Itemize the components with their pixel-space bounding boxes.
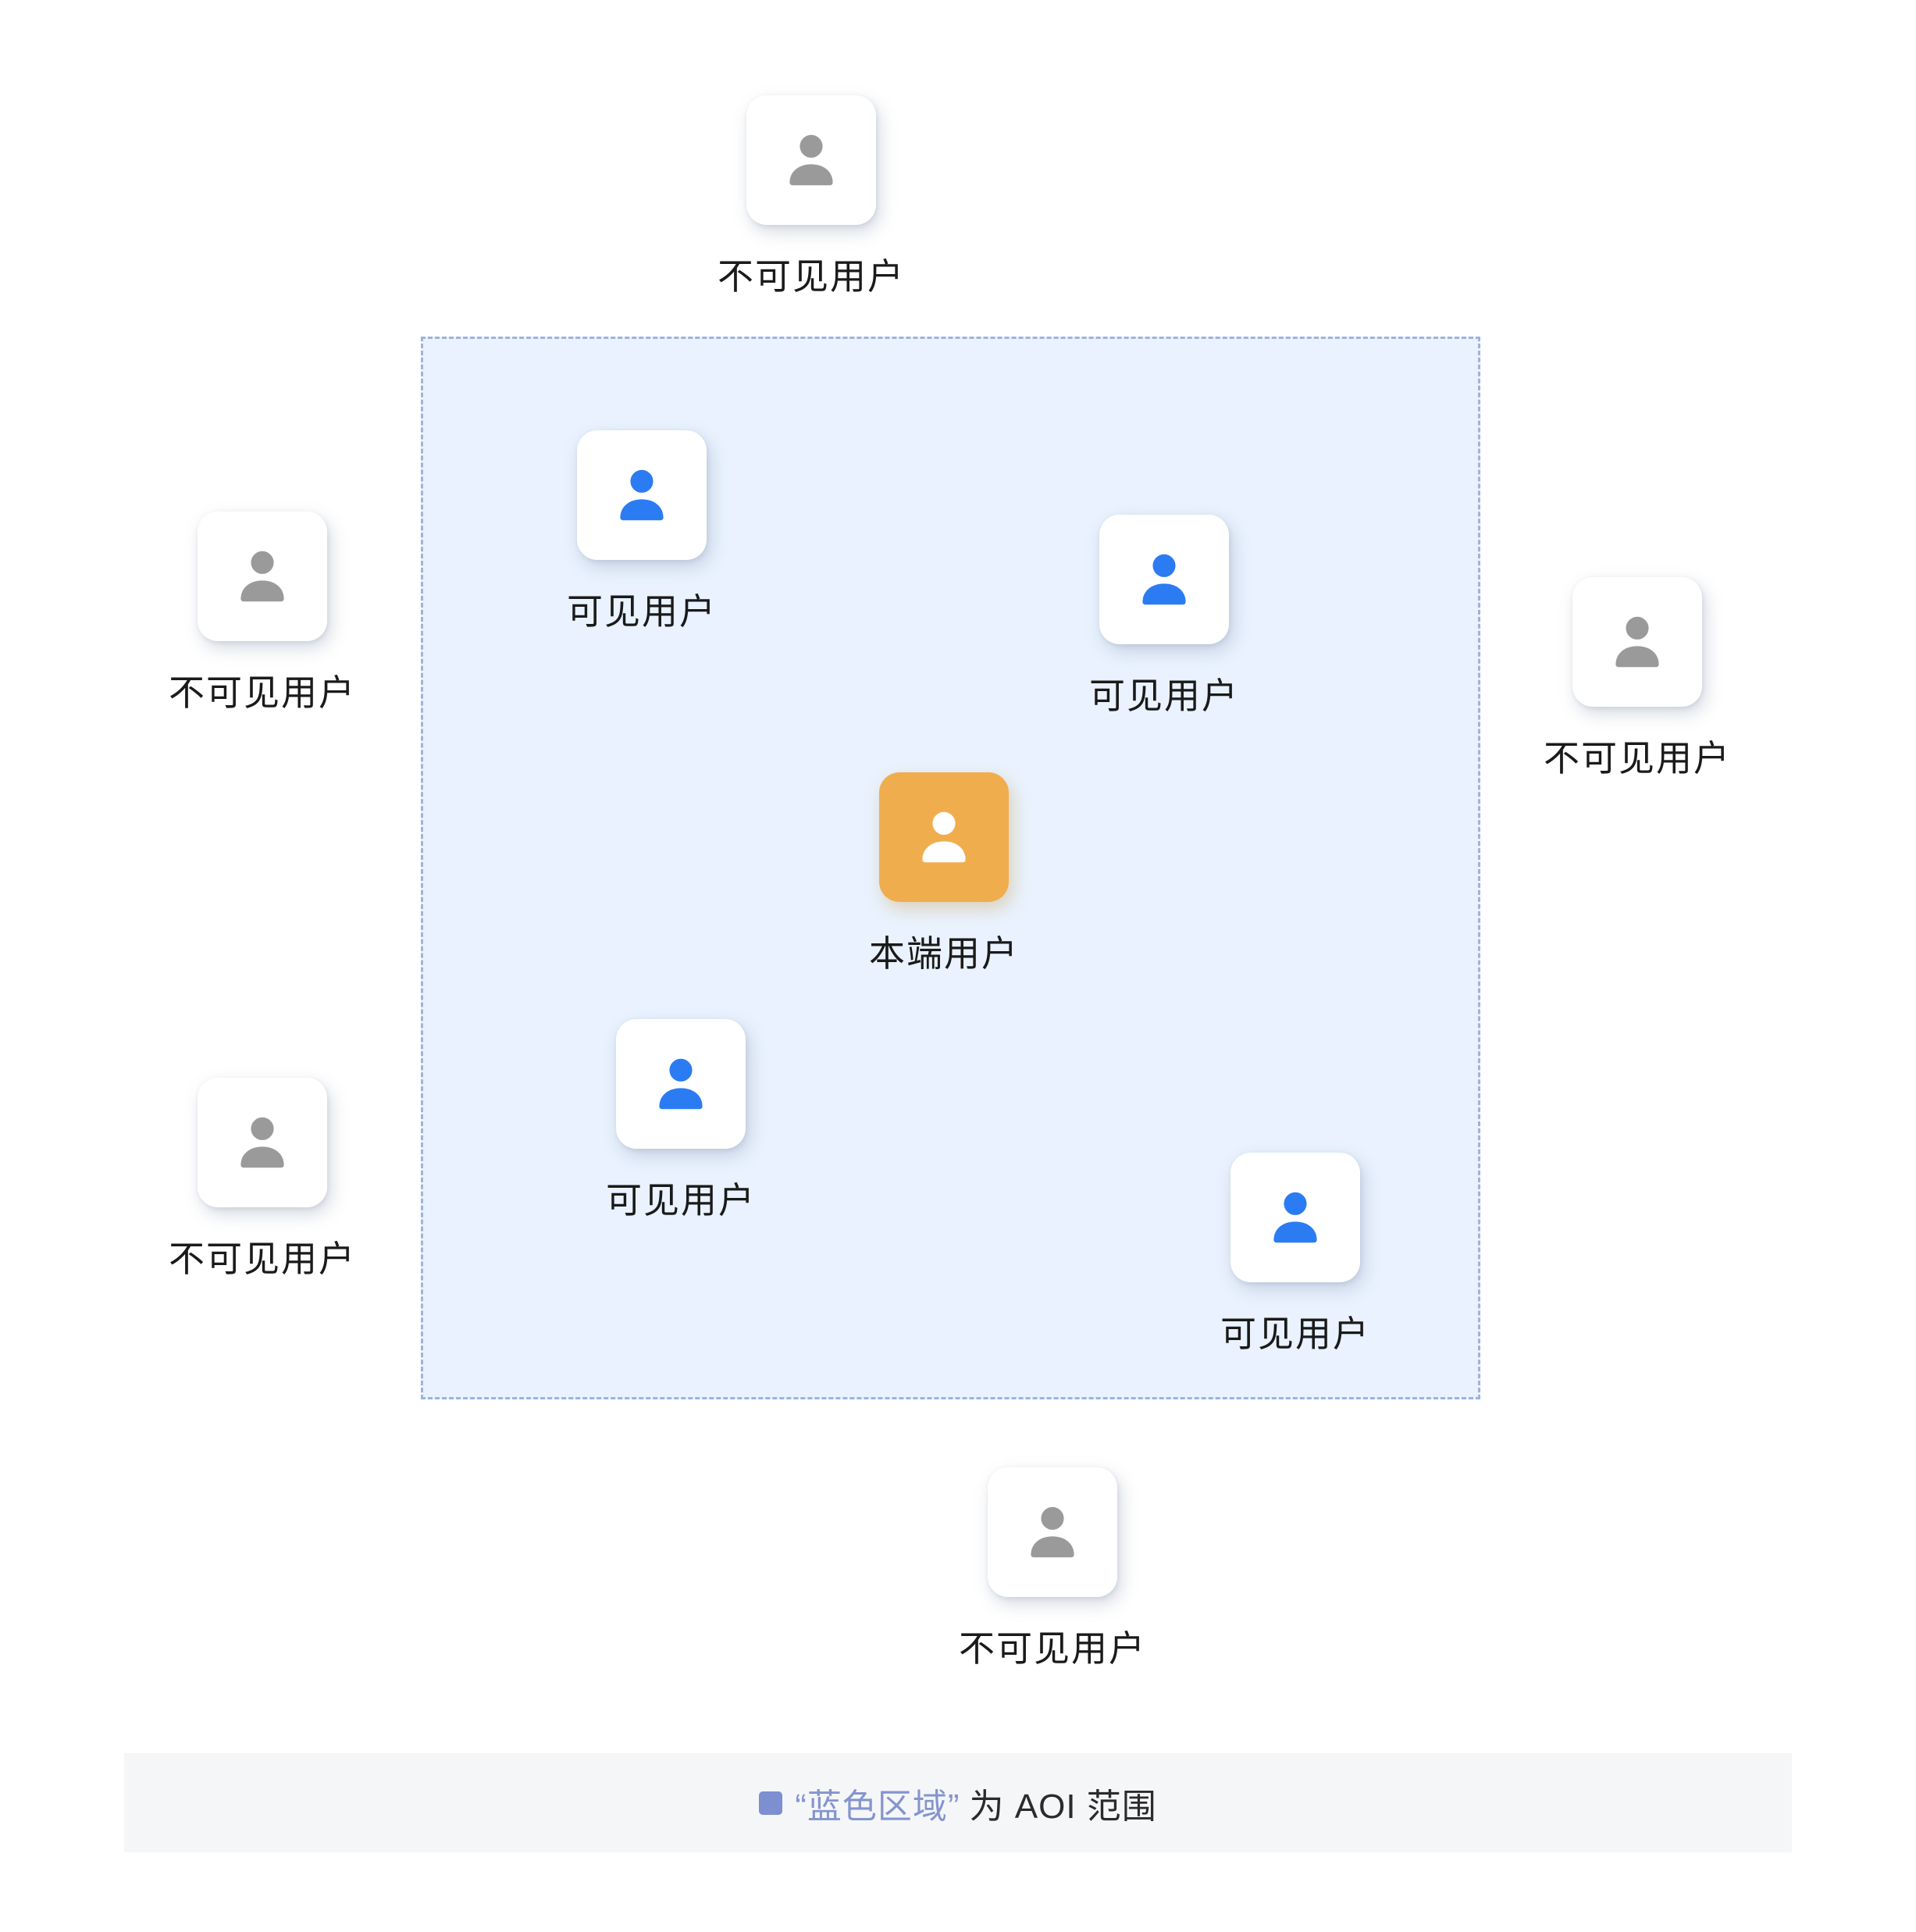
user-label: 可见用户 <box>606 1180 756 1221</box>
user-card <box>1230 1153 1360 1282</box>
person-icon <box>1017 1496 1088 1568</box>
user-card <box>577 430 707 560</box>
local-user-card <box>879 772 1009 902</box>
user-node-invisible-bottom: 不可见用户 <box>935 1467 1170 1672</box>
user-card <box>616 1019 746 1149</box>
legend-square-icon <box>759 1791 783 1815</box>
person-icon <box>1128 544 1200 615</box>
user-node-local: 本端用户 <box>827 772 1061 977</box>
user-node-invisible-top: 不可见用户 <box>694 95 928 300</box>
user-label: 可见用户 <box>1089 675 1239 716</box>
person-icon <box>606 459 678 531</box>
person-icon <box>908 801 980 873</box>
user-label: 不可见用户 <box>169 672 356 713</box>
user-node-visible-lower-right: 可见用户 <box>1178 1153 1412 1357</box>
user-card <box>1099 515 1229 644</box>
user-card <box>988 1467 1117 1597</box>
user-node-visible-upper-right: 可见用户 <box>1047 515 1281 719</box>
user-node-invisible-left-upper: 不可见用户 <box>145 512 379 716</box>
user-label: 本端用户 <box>869 933 1019 974</box>
person-icon <box>226 540 298 612</box>
person-icon <box>645 1048 717 1120</box>
user-label: 可见用户 <box>567 591 717 632</box>
legend-suffix-text: 为 AOI 范围 <box>969 1787 1157 1826</box>
user-card <box>198 1078 327 1207</box>
person-icon <box>775 124 847 196</box>
user-card <box>1572 577 1702 707</box>
person-icon <box>1601 606 1673 678</box>
user-label: 不可见用户 <box>169 1239 356 1279</box>
user-node-visible-upper-left: 可见用户 <box>525 430 759 635</box>
user-card <box>746 95 876 225</box>
user-node-invisible-left-lower: 不可见用户 <box>145 1078 379 1282</box>
user-label: 不可见用户 <box>959 1628 1146 1669</box>
user-card <box>198 512 327 641</box>
user-label: 不可见用户 <box>718 256 905 297</box>
user-label: 可见用户 <box>1220 1314 1370 1354</box>
user-node-invisible-right: 不可见用户 <box>1520 577 1754 782</box>
user-node-visible-lower-left: 可见用户 <box>564 1019 798 1224</box>
legend-bar: “蓝色区域” 为 AOI 范围 <box>124 1753 1792 1852</box>
person-icon <box>226 1107 298 1178</box>
user-label: 不可见用户 <box>1544 738 1731 779</box>
person-icon <box>1259 1182 1331 1253</box>
legend-quoted-text: “蓝色区域” <box>795 1787 960 1826</box>
